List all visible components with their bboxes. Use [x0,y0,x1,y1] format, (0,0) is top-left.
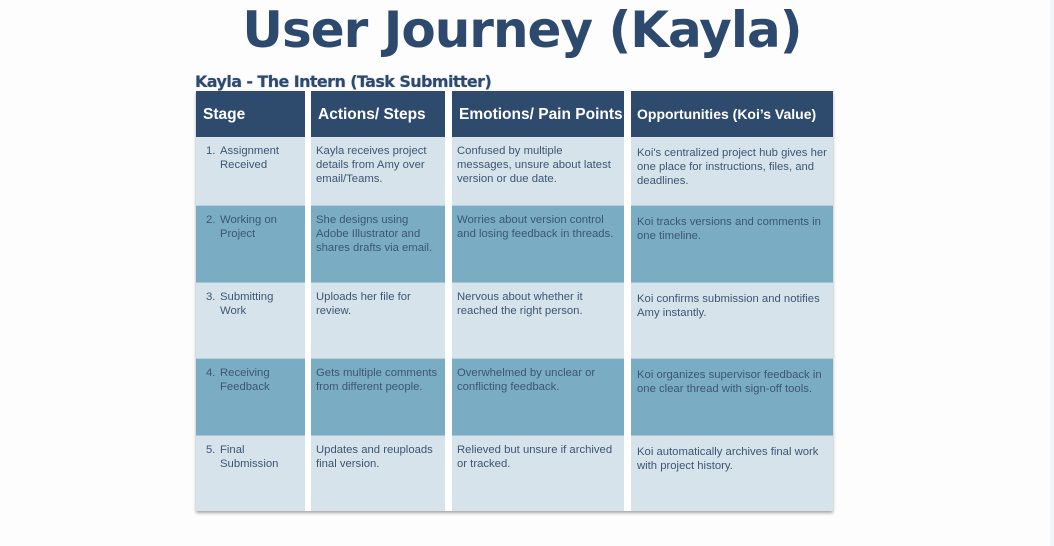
column-emotions: Emotions/ Pain Points Confused by multip… [452,91,624,511]
stage-number: 1. [206,145,216,157]
window-edge [1050,0,1054,546]
action-cell: Uploads her file for review. [311,282,445,358]
opportunity-cell: Koi's centralized project hub gives her … [631,137,833,205]
header-stage: Stage [196,91,305,137]
stage-label: Working on Project [220,214,277,240]
stage-label: Receiving Feedback [220,367,270,393]
emotion-cell: Worries about version control and losing… [452,205,624,282]
opportunity-cell: Koi confirms submission and notifies Amy… [631,282,833,358]
stage-cell: 1. Assignment Received [196,137,305,205]
emotion-cell: Nervous about whether it reached the rig… [452,282,624,358]
header-opportunities: Opportunities (Koi’s Value) [631,91,833,137]
page-title: User Journey (Kayla) [242,1,802,59]
stage-number: 4. [206,367,216,379]
column-actions: Actions/ Steps Kayla receives project de… [311,91,445,511]
action-cell: Kayla receives project details from Amy … [311,137,445,205]
column-opportunities: Opportunities (Koi’s Value) Koi's centra… [631,91,833,511]
opportunity-cell: Koi automatically archives final work wi… [631,435,833,511]
stage-label: Final Submission [220,444,279,470]
opportunity-cell: Koi organizes supervisor feedback in one… [631,358,833,435]
stage-cell: 3. Submitting Work [196,282,305,358]
stage-label: Assignment Received [220,145,280,171]
emotion-cell: Confused by multiple messages, unsure ab… [452,137,624,205]
stage-number: 3. [206,291,216,303]
persona-subtitle: Kayla - The Intern (Task Submitter) [195,72,492,91]
stage-number: 2. [206,214,216,226]
action-cell: She designs using Adobe Illustrator and … [311,205,445,282]
emotion-cell: Overwhelmed by unclear or conflicting fe… [452,358,624,435]
column-stage: Stage 1. Assignment Received 2. Working on… [196,91,305,511]
stage-label: Submitting Work [220,291,274,317]
action-cell: Updates and reuploads final version. [311,435,445,511]
stage-cell: 2. Working on Project [196,205,305,282]
stage-cell: 4. Receiving Feedback [196,358,305,435]
journey-table: Stage 1. Assignment Received 2. Working on… [196,91,833,511]
stage-cell: 5. Final Submission [196,435,305,511]
emotion-cell: Relieved but unsure if archived or track… [452,435,624,511]
header-actions: Actions/ Steps [311,91,445,137]
opportunity-cell: Koi tracks versions and comments in one … [631,205,833,282]
header-emotions: Emotions/ Pain Points [452,91,624,137]
stage-number: 5. [206,444,216,456]
action-cell: Gets multiple comments from different pe… [311,358,445,435]
